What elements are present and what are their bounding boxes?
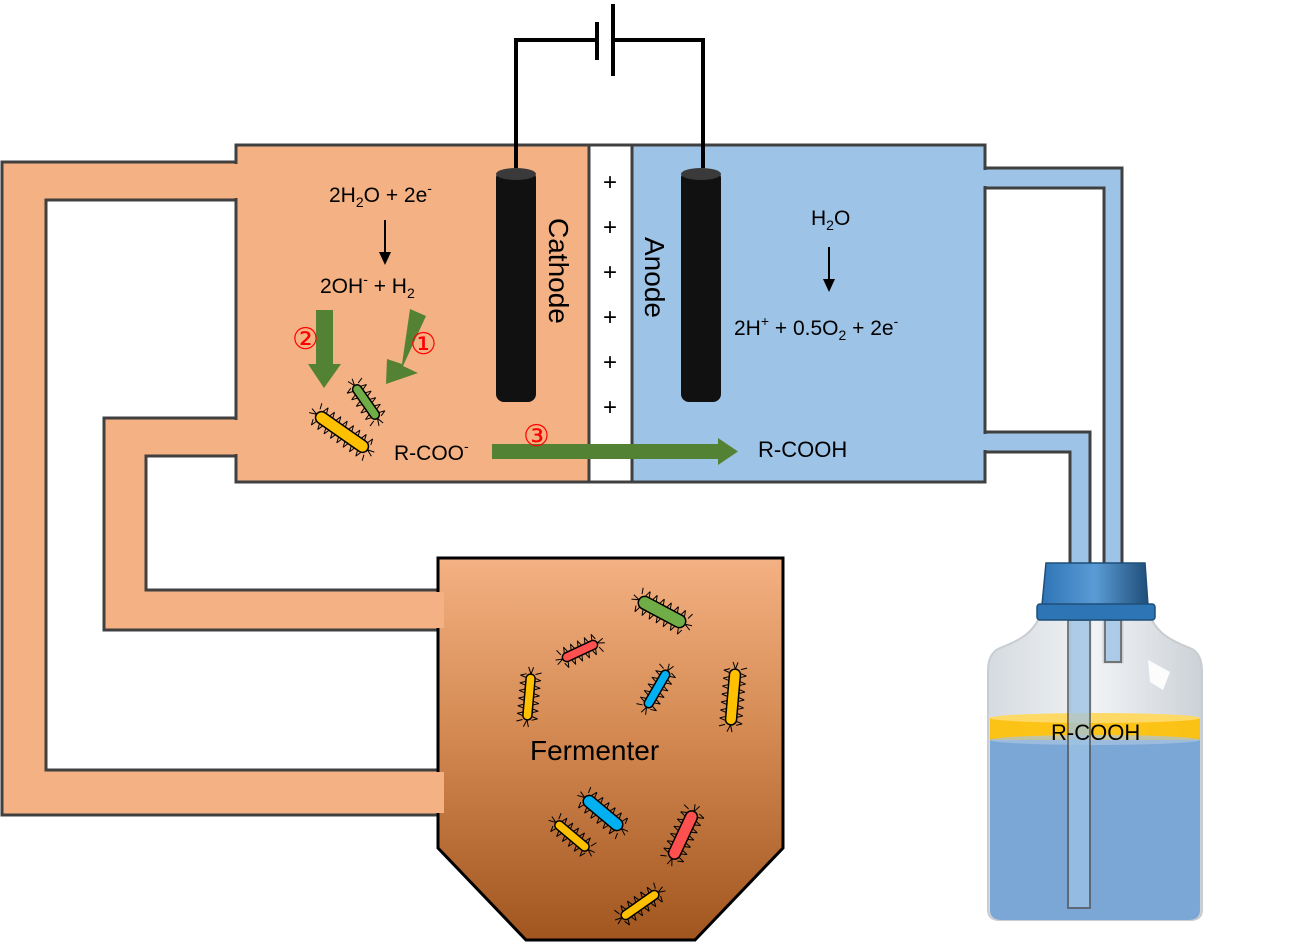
bacterium (614, 882, 666, 926)
bacterium (548, 812, 597, 857)
bacterium (346, 377, 386, 427)
anode-electrode (681, 168, 721, 402)
bacterium (555, 633, 605, 669)
membrane-charge: + (603, 349, 617, 376)
cathode-reaction-bottom: 2OH- + H2 (320, 271, 415, 301)
cathode-reaction-top: 2H2O + 2e- (329, 180, 432, 210)
membrane-charge: + (603, 214, 617, 241)
bacterium (660, 804, 705, 867)
fermenter-label: Fermenter (530, 735, 659, 766)
membrane-charge: + (603, 259, 617, 286)
membrane-charge: + (603, 169, 617, 196)
cathode-product: R-COO- (394, 438, 469, 465)
svg-text:H2O: H2O (811, 207, 850, 233)
membrane-charge: + (603, 304, 617, 331)
bacterium (577, 786, 629, 840)
bottle-cap (1036, 562, 1156, 621)
svg-text:2OH- + H2: 2OH- + H2 (320, 271, 415, 301)
svg-text:2H2O + 2e-: 2H2O + 2e- (329, 180, 432, 210)
bacterium (636, 663, 676, 715)
bacteria-group (309, 377, 748, 926)
bottle-product-label: R-COOH (1051, 720, 1140, 745)
step-one-arrow (386, 309, 426, 384)
anode-label: Anode (639, 237, 670, 318)
anode-reaction-bottom: 2H+ + 0.5O2 + 2e- (734, 313, 899, 343)
fermenter-vessel (434, 556, 785, 942)
svg-text:R-COO-: R-COO- (394, 438, 469, 465)
power-supply (514, 4, 705, 168)
anode-reaction-top: H2O (811, 207, 850, 233)
membrane-charge: + (603, 394, 617, 421)
bacterium (516, 666, 542, 728)
bacterium (718, 661, 748, 733)
cathode-electrode (496, 168, 536, 402)
collection-bottle (987, 604, 1203, 921)
svg-text:2H+ + 0.5O2 + 2e-: 2H+ + 0.5O2 + 2e- (734, 313, 899, 343)
step-two-arrow (308, 310, 341, 388)
membrane (587, 143, 634, 484)
anode-product: R-COOH (758, 437, 847, 462)
bacterium (631, 587, 693, 635)
step-one-marker: ① (410, 327, 437, 362)
step-three-arrow (492, 438, 738, 465)
step-two-marker: ② (292, 322, 319, 357)
cathode-reaction-arrow (379, 220, 391, 265)
step-three-marker: ③ (523, 419, 550, 454)
cathode-label: Cathode (543, 218, 574, 324)
anode-reaction-arrow (823, 247, 835, 292)
bacterium (309, 403, 375, 461)
